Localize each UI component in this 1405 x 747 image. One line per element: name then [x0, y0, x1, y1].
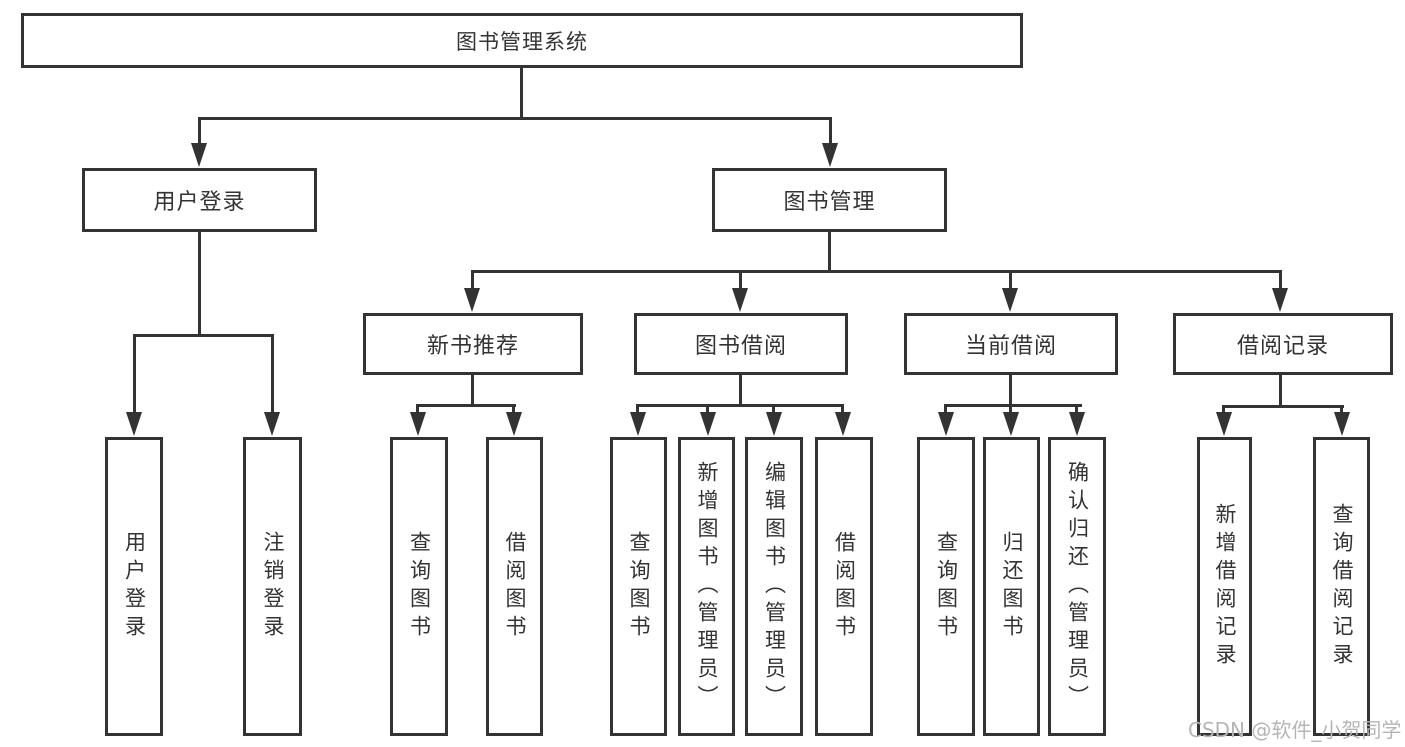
arrow-down-icon	[1003, 412, 1019, 436]
node-root: 图书管理系统	[21, 13, 1023, 68]
arrow-down-icon	[1334, 412, 1350, 436]
arrow-down-icon	[126, 412, 142, 436]
node-current-borrow-label: 当前借阅	[964, 334, 1057, 359]
node-book-borrow: 图书借阅	[634, 313, 848, 375]
connector-line	[636, 404, 639, 416]
node-root-label: 图书管理系统	[456, 29, 588, 54]
leaf-add-book-admin-label: 新增图书（管理员）	[695, 460, 719, 713]
leaf-add-borrow-record: 新增借阅记录	[1197, 437, 1252, 736]
node-book-management-label: 图书管理	[783, 190, 876, 215]
leaf-user-login-label: 用户登录	[122, 530, 147, 643]
connector-line	[829, 117, 832, 146]
connector-line	[271, 334, 274, 416]
leaf-logout: 注销登录	[243, 437, 302, 736]
arrow-down-icon	[835, 412, 851, 436]
connector-line	[1279, 270, 1282, 291]
leaf-edit-book-admin: 编辑图书（管理员）	[745, 437, 803, 736]
connector-line	[471, 375, 474, 407]
leaf-edit-book-admin-label: 编辑图书（管理员）	[762, 460, 787, 713]
connector-line	[198, 232, 201, 336]
leaf-query-books-borrow: 查询图书	[610, 437, 667, 736]
arrow-down-icon	[464, 288, 480, 312]
connector-line	[471, 270, 1282, 273]
connector-line	[198, 117, 201, 146]
node-book-borrow-label: 图书借阅	[694, 334, 787, 359]
arrow-down-icon	[191, 143, 207, 167]
connector-line	[1222, 405, 1344, 408]
leaf-user-login: 用户登录	[105, 437, 163, 736]
connector-line	[133, 334, 136, 416]
connector-line	[416, 404, 516, 407]
connector-line	[1009, 270, 1012, 291]
leaf-borrow-books: 借阅图书	[815, 437, 873, 736]
node-current-borrow: 当前借阅	[904, 313, 1118, 375]
arrow-down-icon	[1272, 288, 1288, 312]
connector-line	[944, 404, 1082, 407]
connector-line	[841, 404, 844, 416]
connector-line	[1009, 404, 1012, 416]
connector-line	[828, 232, 831, 272]
connector-line	[1222, 405, 1225, 416]
connector-line	[471, 270, 474, 291]
arrow-down-icon	[1069, 412, 1085, 436]
connector-line	[706, 404, 709, 416]
leaf-return-book-label: 归还图书	[1000, 530, 1024, 643]
connector-line	[1340, 405, 1343, 416]
arrow-down-icon	[630, 412, 646, 436]
connector-line	[636, 404, 844, 407]
leaf-add-borrow-record-label: 新增借阅记录	[1213, 502, 1237, 671]
leaf-query-books-borrow-label: 查询图书	[627, 530, 651, 643]
arrow-down-icon	[822, 143, 838, 167]
leaf-return-book: 归还图书	[983, 437, 1040, 736]
arrow-down-icon	[410, 412, 426, 436]
connector-line	[1279, 375, 1282, 408]
node-new-book-recommend: 新书推荐	[363, 313, 583, 375]
connector-line	[520, 68, 523, 118]
leaf-query-borrow-record: 查询借阅记录	[1313, 437, 1370, 736]
arrow-down-icon	[938, 412, 954, 436]
connector-line	[1009, 375, 1012, 407]
connector-line	[944, 404, 947, 416]
arrow-down-icon	[766, 412, 782, 436]
connector-line	[739, 375, 742, 407]
connector-line	[772, 404, 775, 416]
leaf-query-books-recommend-label: 查询图书	[407, 530, 432, 643]
leaf-confirm-return-admin: 确认归还（管理员）	[1048, 437, 1106, 736]
leaf-borrow-books-recommend-label: 借阅图书	[503, 530, 527, 643]
node-borrow-records-label: 借阅记录	[1236, 334, 1329, 359]
watermark: CSDN @软件_小贺同学	[1188, 718, 1402, 742]
node-borrow-records: 借阅记录	[1173, 313, 1393, 375]
node-user-login: 用户登录	[82, 168, 317, 232]
leaf-query-books-current: 查询图书	[917, 437, 975, 736]
connector-line	[416, 404, 419, 416]
arrow-down-icon	[506, 412, 522, 436]
leaf-borrow-books-recommend: 借阅图书	[486, 437, 543, 736]
connector-line	[133, 334, 274, 337]
node-book-management: 图书管理	[712, 168, 947, 232]
arrow-down-icon	[732, 288, 748, 312]
node-new-book-recommend-label: 新书推荐	[426, 334, 519, 359]
leaf-query-borrow-record-label: 查询借阅记录	[1330, 502, 1354, 671]
connector-line	[512, 404, 515, 416]
leaf-query-books-current-label: 查询图书	[934, 530, 959, 643]
connector-line	[739, 270, 742, 291]
node-user-login-label: 用户登录	[153, 190, 246, 215]
arrow-down-icon	[1002, 288, 1018, 312]
leaf-logout-label: 注销登录	[261, 530, 285, 643]
connector-line	[198, 117, 832, 120]
arrow-down-icon	[1216, 412, 1232, 436]
leaf-confirm-return-admin-label: 确认归还（管理员）	[1065, 460, 1090, 713]
leaf-borrow-books-label: 借阅图书	[832, 530, 857, 643]
arrow-down-icon	[264, 412, 280, 436]
connector-line	[1075, 404, 1078, 416]
leaf-query-books-recommend: 查询图书	[390, 437, 448, 736]
arrow-down-icon	[700, 412, 716, 436]
leaf-add-book-admin: 新增图书（管理员）	[678, 437, 735, 736]
